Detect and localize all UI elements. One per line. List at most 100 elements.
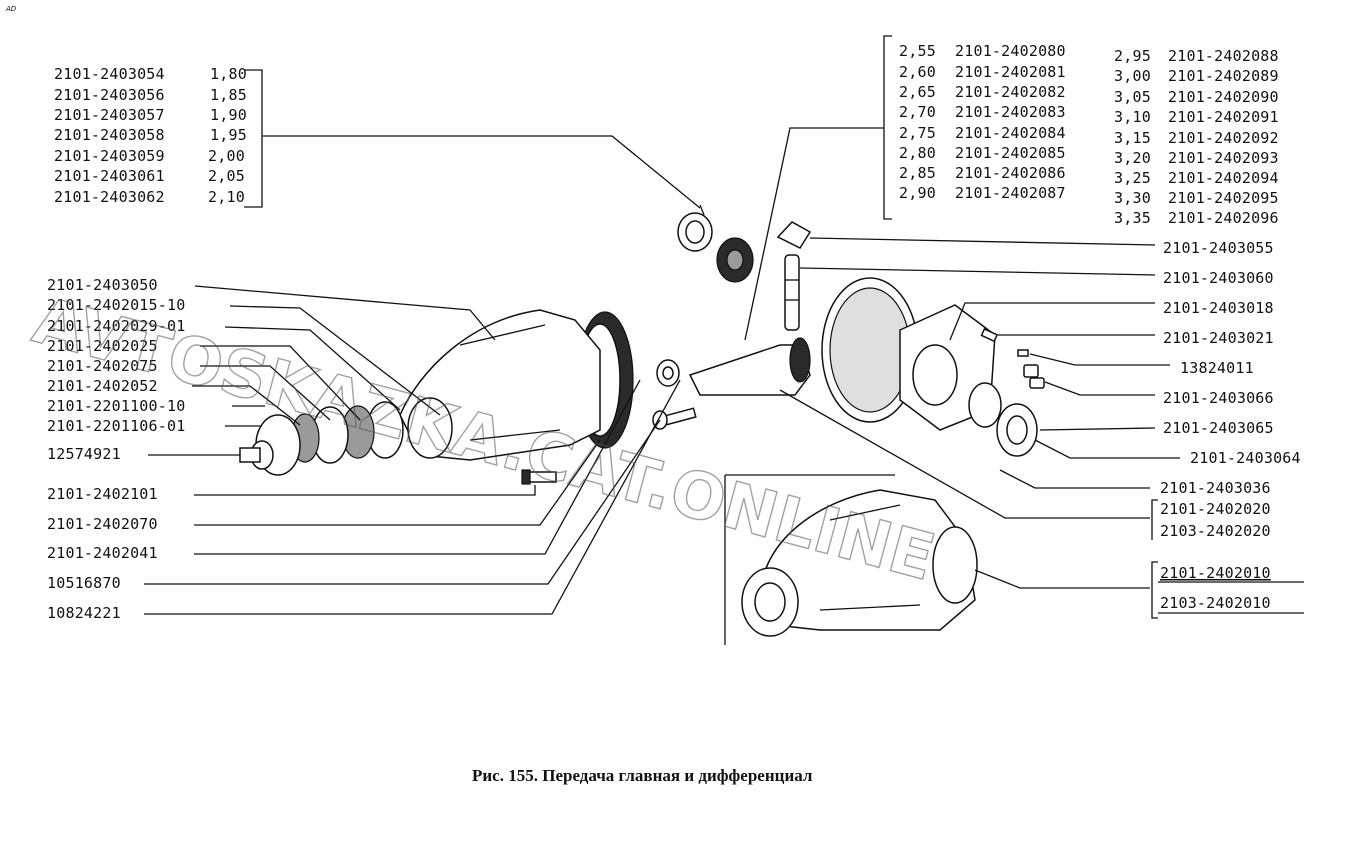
left-labels: 2101-2403050 2101-2402015-10 2101-240202… (47, 276, 496, 463)
leader-line (200, 345, 361, 421)
left-table-size: 1,80 (210, 65, 247, 83)
part-label: 2101-2403050 (47, 276, 158, 294)
right-table-code: 2101-2402085 (955, 144, 1066, 162)
right-table-size: 2,65 (899, 83, 936, 101)
right-table-size: 3,10 (1114, 108, 1151, 126)
part-label: 2101-2403018 (1163, 299, 1274, 317)
leader-line (949, 302, 1155, 341)
leader-line (194, 379, 641, 555)
part-label: 2101-2403021 (1163, 329, 1274, 347)
part-label: 2101-2402101 (47, 485, 158, 503)
leader-line (1034, 439, 1180, 459)
right-table-size: 3,30 (1114, 189, 1151, 207)
gearbox-housing (399, 309, 601, 461)
leader-line (999, 469, 1150, 489)
left-table-code: 2101-2403056 (54, 86, 165, 104)
right-table-code: 2101-2402086 (955, 164, 1066, 182)
bolt (521, 469, 557, 485)
right-table-code: 2101-2402090 (1168, 88, 1279, 106)
right-table-size: 2,55 (899, 42, 936, 60)
leader-line (799, 267, 1156, 276)
part-label: 2101-2402070 (47, 515, 158, 533)
satellite-gear (776, 221, 812, 249)
right-table-size: 2,85 (899, 164, 936, 182)
part-label: 2101-2402010 (1160, 564, 1271, 582)
right-size-table: 2,55 2101-2402080 2,60 2101-2402081 2,65… (744, 35, 1279, 341)
part-label: 2103-2402020 (1160, 522, 1271, 540)
leader-line (1039, 427, 1156, 431)
satellite-axle (784, 254, 800, 331)
part-label: 2103-2402010 (1160, 594, 1271, 612)
part-label: 12574921 (47, 445, 121, 463)
left-table-row: 2101-2403058 1,95 (54, 126, 247, 144)
right-table-code: 2101-2402087 (955, 184, 1066, 202)
drive-pinion (688, 337, 811, 396)
right-table-code: 2101-2402089 (1168, 67, 1279, 85)
left-table-bracket (244, 69, 263, 208)
right-table-size: 3,05 (1114, 88, 1151, 106)
left-table-row: 2101-2403061 2,05 (54, 167, 245, 185)
bearing-stack (290, 401, 404, 464)
right-table-code: 2101-2402092 (1168, 129, 1279, 147)
left-table-code: 2101-2403058 (54, 126, 165, 144)
left-table-size: 2,05 (208, 167, 245, 185)
part-label: 2101-2402020 (1160, 500, 1271, 518)
leader-line (229, 305, 441, 416)
bottom-left-labels: 2101-2402101 2101-2402070 2101-2402041 1… (47, 379, 681, 622)
right-labels: 2101-2403055 2101-2403060 2101-2403018 2… (779, 237, 1304, 619)
bolt-small (980, 327, 1029, 357)
left-table-code: 2101-2403062 (54, 188, 165, 206)
leader-line (144, 419, 661, 585)
figure-caption: Рис. 155. Передача главная и дифференциа… (472, 766, 813, 785)
companion-flange (239, 414, 301, 476)
leader-line (192, 385, 301, 426)
left-table-row: 2101-2403057 1,90 (54, 106, 247, 124)
pair-bracket (1151, 561, 1158, 619)
right-table-size: 2,75 (899, 124, 936, 142)
right-table-size: 3,15 (1114, 129, 1151, 147)
spacer (656, 359, 680, 387)
part-label: 2101-2403060 (1163, 269, 1274, 287)
differential-assembly (821, 277, 1038, 457)
right-table-bracket (883, 35, 892, 220)
leader-line (224, 326, 401, 411)
right-table-code: 2101-2402082 (955, 83, 1066, 101)
part-label: 2101-2403066 (1163, 389, 1274, 407)
right-table-code: 2101-2402093 (1168, 149, 1279, 167)
left-table-size: 1,95 (210, 126, 247, 144)
left-table-size: 1,85 (210, 86, 247, 104)
right-table-code: 2101-2402091 (1168, 108, 1279, 126)
leader-line (779, 389, 1150, 519)
right-table-size: 3,00 (1114, 67, 1151, 85)
part-label: 2101-2402075 (47, 357, 158, 375)
part-label: 2101-2402029-01 (47, 317, 185, 335)
left-table-code: 2101-2403054 (54, 65, 165, 83)
right-table-size: 3,25 (1114, 169, 1151, 187)
right-table-code: 2101-2402095 (1168, 189, 1279, 207)
right-table-size: 2,70 (899, 103, 936, 121)
corner-mark: AD (5, 5, 17, 13)
left-table-row: 2101-2403062 2,10 (54, 188, 245, 206)
left-size-table: 2101-2403054 1,80 2101-2403056 1,85 2101… (54, 65, 701, 209)
right-table-code: 2101-2402088 (1168, 47, 1279, 65)
leader-line (144, 379, 681, 615)
pair-bracket (1151, 499, 1158, 540)
left-table-code: 2101-2403061 (54, 167, 165, 185)
side-gear (716, 237, 754, 283)
leader-line (1029, 353, 1170, 366)
left-table-size: 2,10 (208, 188, 245, 206)
leader-line (1044, 381, 1155, 396)
leader-line (809, 237, 1156, 246)
adjusting-ring (677, 204, 713, 252)
left-table-row: 2101-2403054 1,80 (54, 65, 247, 83)
right-table-size: 2,95 (1114, 47, 1151, 65)
right-table-code: 2101-2402083 (955, 103, 1066, 121)
leader-line (194, 285, 496, 341)
left-table-size: 1,90 (210, 106, 247, 124)
right-table-code: 2101-2402084 (955, 124, 1066, 142)
leader-line (194, 485, 536, 496)
part-label: 2101-2201106-01 (47, 417, 185, 435)
right-table-code: 2101-2402094 (1168, 169, 1279, 187)
leader-line (262, 135, 701, 209)
